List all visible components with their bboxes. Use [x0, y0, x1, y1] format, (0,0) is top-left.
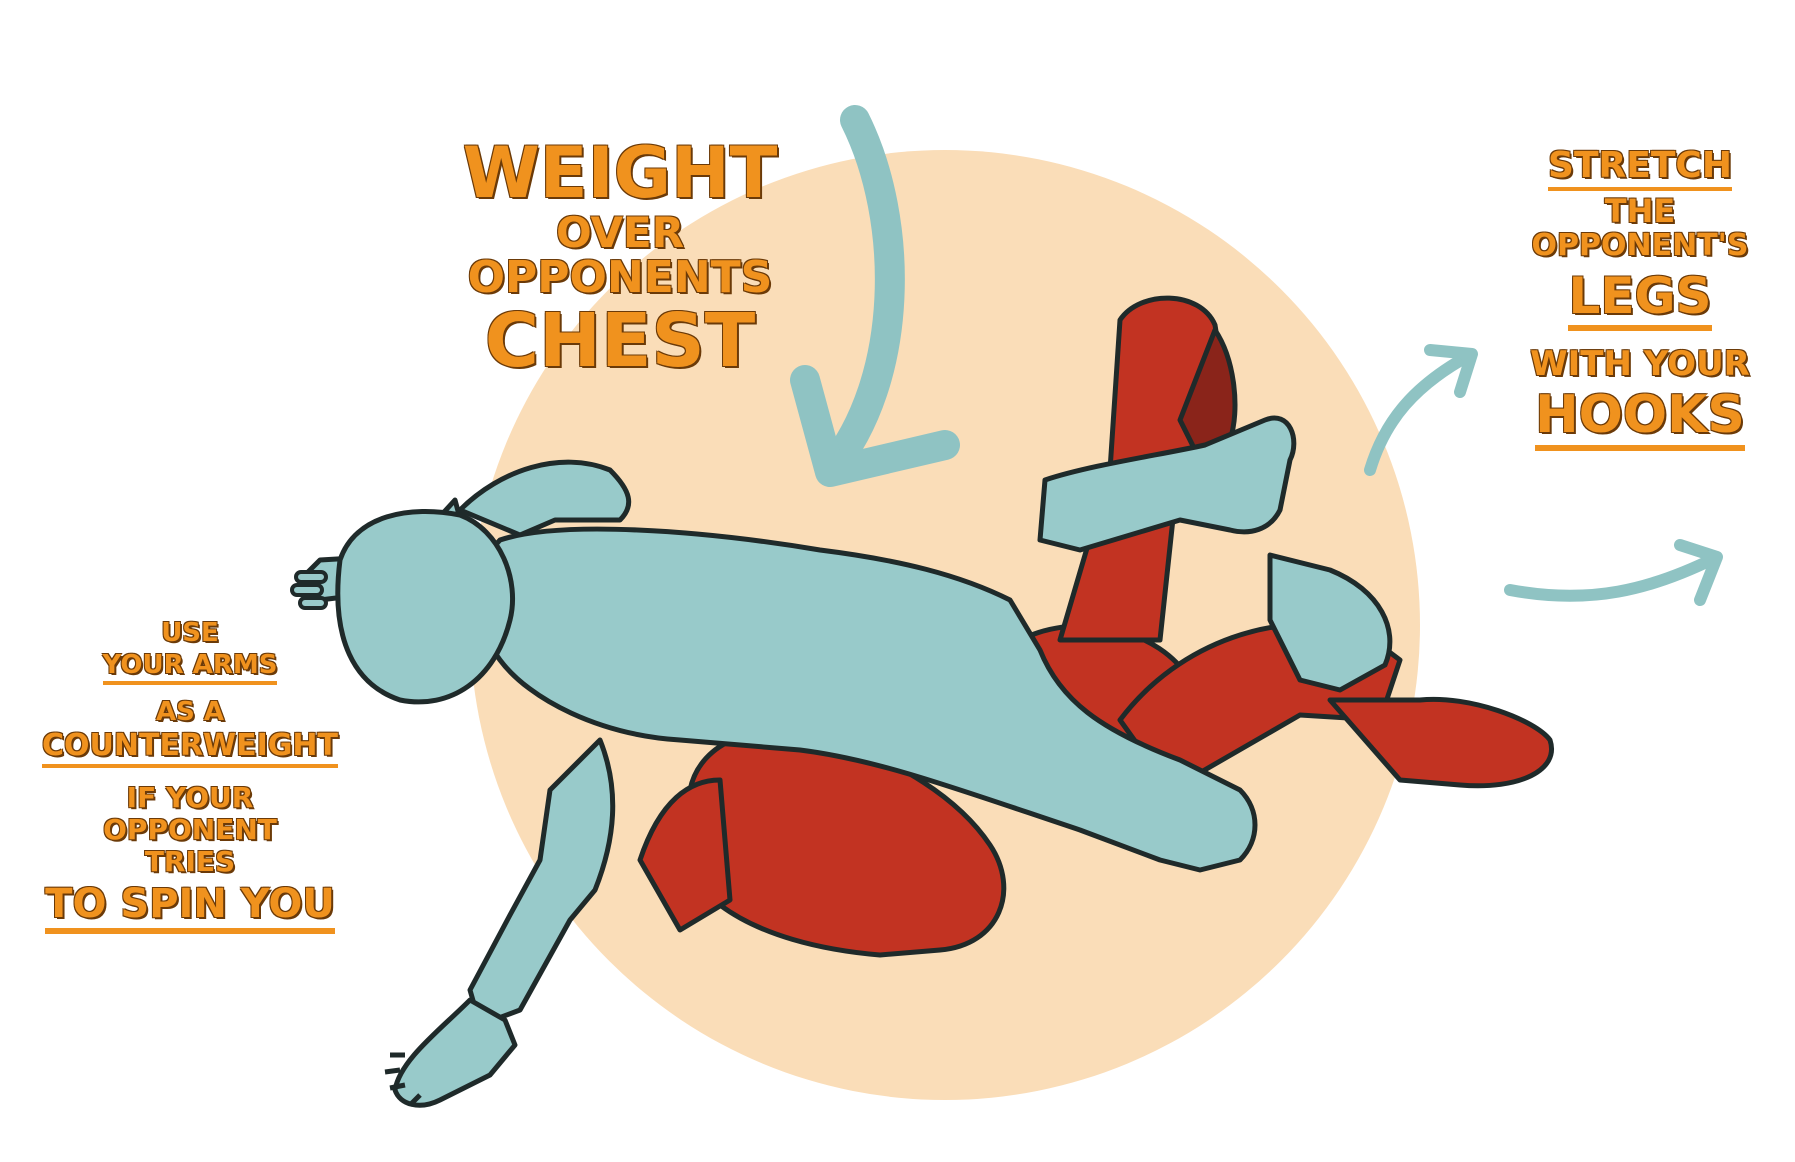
- bottom-opponent-figure: [637, 295, 1554, 958]
- stretch-line-3: OPPONENT'S: [1531, 228, 1749, 263]
- weight-label: WEIGHT OVER OPPONENTS CHEST: [430, 138, 810, 378]
- arms-line-5: IF YOUR: [126, 781, 254, 814]
- arms-line-2: YOUR ARMS: [102, 652, 278, 685]
- arms-line-1: USE: [161, 618, 219, 648]
- weight-arrow-icon: [790, 105, 960, 487]
- arms-line-6: OPPONENT: [103, 813, 277, 846]
- weight-line-3: OPPONENTS: [467, 252, 773, 303]
- arms-line-7: TRIES: [144, 845, 236, 878]
- stretch-line-4: LEGS: [1568, 271, 1712, 331]
- stretch-line-6: HOOKS: [1535, 389, 1745, 451]
- weight-line-1: WEIGHT: [462, 132, 778, 214]
- weight-line-4: CHEST: [484, 298, 756, 384]
- hand-fingers-icon: [290, 570, 328, 610]
- stretch-line-1: STRETCH: [1548, 148, 1732, 191]
- stretch-label: STRETCH THE OPPONENT'S LEGS WITH YOUR HO…: [1490, 148, 1790, 451]
- arms-line-8: TO SPIN YOU: [45, 884, 335, 934]
- arms-line-4: COUNTERWEIGHT: [42, 731, 338, 768]
- stretch-line-5: WITH YOUR: [1530, 344, 1750, 384]
- weight-line-2: OVER: [555, 208, 685, 257]
- arms-label: USE YOUR ARMS AS A COUNTERWEIGHT IF YOUR…: [10, 620, 370, 934]
- stretch-arrow-right-icon: [1504, 539, 1723, 606]
- top-player-figure: [297, 415, 1393, 1108]
- stretch-line-2: THE: [1604, 192, 1676, 230]
- arms-line-3: AS A: [155, 697, 225, 727]
- stretch-arrow-up-icon: [1364, 344, 1478, 476]
